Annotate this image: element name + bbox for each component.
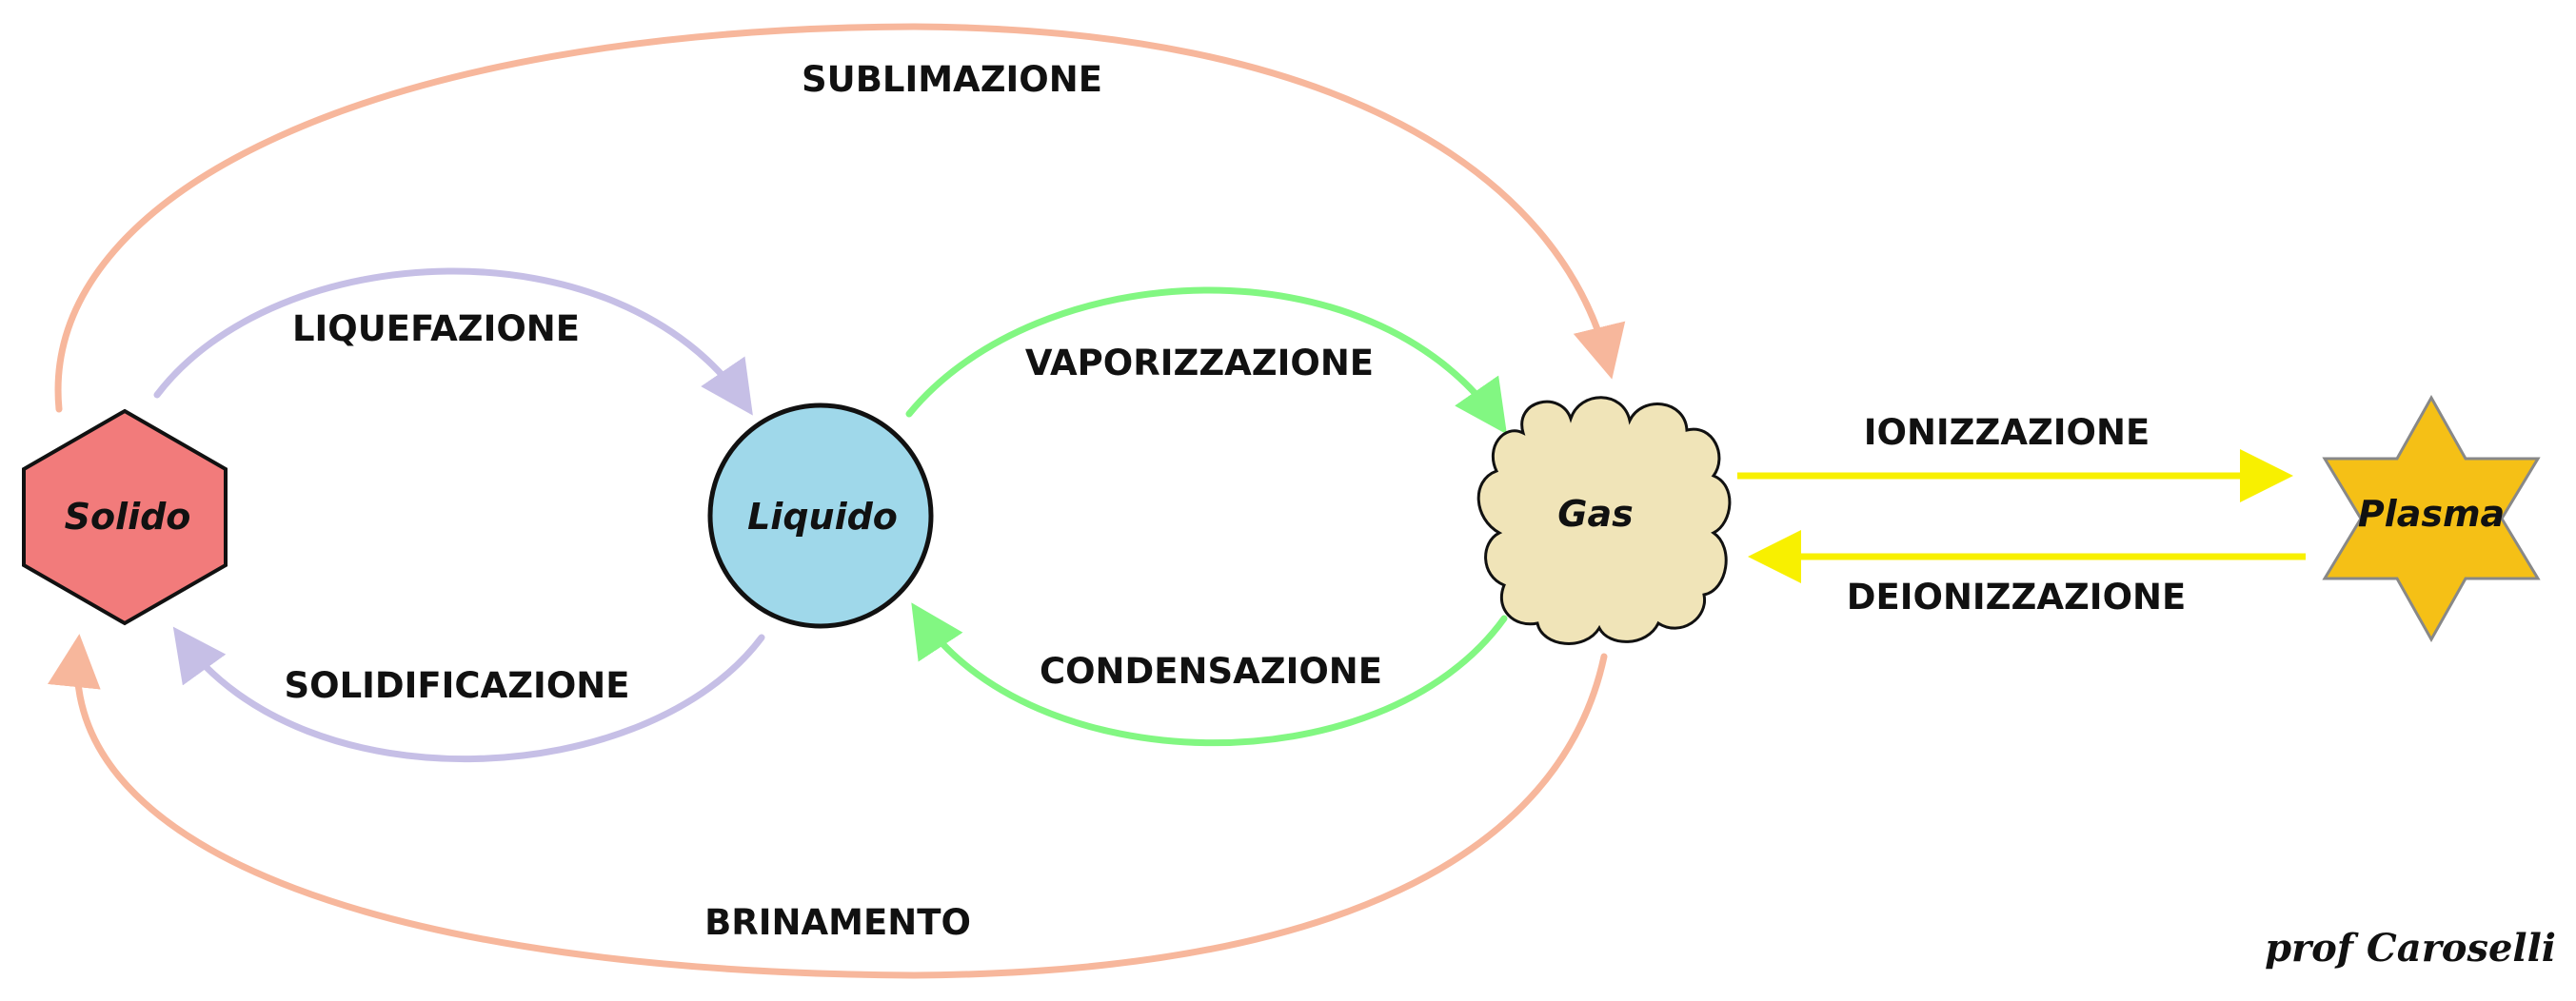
- gas-label: Gas: [1557, 493, 1633, 535]
- ionization-label: IONIZZAZIONE: [1864, 412, 2150, 453]
- deposition-arrow: [48, 634, 1608, 979]
- condensation-arrow: [911, 602, 1508, 747]
- plasma-state-node: Plasma: [2322, 394, 2541, 643]
- liquefaction-label: LIQUEFAZIONE: [292, 308, 580, 349]
- liquid-circle: [707, 402, 934, 629]
- author-signature: prof Caroselli: [2265, 926, 2556, 971]
- gas-cloud: [1476, 396, 1732, 645]
- solidification-label: SOLIDIFICAZIONE: [284, 665, 629, 706]
- deionization-label: DEIONIZZAZIONE: [1847, 577, 2187, 618]
- sublimation-arrow: [54, 23, 1626, 413]
- solidification-arrow: [172, 626, 765, 762]
- solid-state-node: Solido: [22, 408, 228, 626]
- vaporization-arrow: [905, 286, 1507, 435]
- sublimation-label: SUBLIMAZIONE: [802, 59, 1102, 100]
- liquefaction-arrow: [153, 267, 753, 416]
- deposition-label: BRINAMENTO: [704, 902, 971, 943]
- solid-hexagon: [22, 408, 228, 626]
- liquid-state-node: Liquido: [707, 402, 934, 629]
- plasma-star: [2322, 394, 2541, 643]
- gas-state-node: Gas: [1476, 396, 1732, 645]
- condensation-label: CONDENSAZIONE: [1040, 651, 1382, 692]
- solid-label: Solido: [65, 496, 191, 538]
- liquid-label: Liquido: [747, 496, 898, 538]
- vaporization-label: VAPORIZZAZIONE: [1025, 343, 1374, 383]
- plasma-label: Plasma: [2358, 493, 2505, 535]
